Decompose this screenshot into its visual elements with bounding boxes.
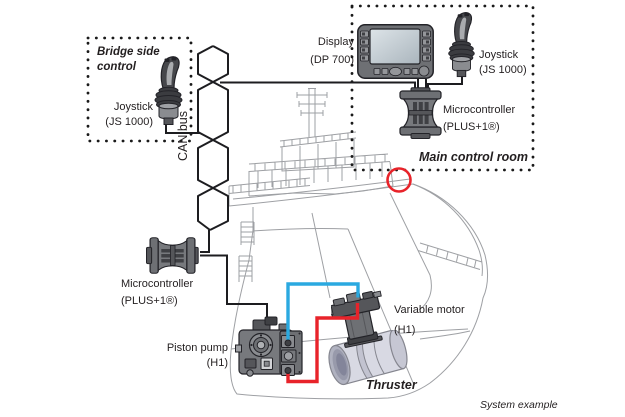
component-name: Piston pump (166, 342, 228, 354)
can-bus-twisted-pair (197, 45, 229, 231)
thruster-label: Thruster (366, 378, 417, 392)
component-model: (JS 1000) (479, 63, 527, 76)
joystick-icon (448, 12, 475, 78)
joystick-icon (154, 56, 183, 125)
main-control-room-title: Main control room (418, 150, 528, 164)
component-model: (DP 700) (310, 53, 354, 66)
microcontroller-icon (399, 87, 442, 139)
blue-hydraulic-line (286, 282, 360, 341)
ship-line-art (228, 88, 488, 400)
component-model: (PLUS+1®) (443, 121, 500, 134)
component-model: (PLUS+1®) (121, 294, 178, 307)
bridge-joystick-label: Joystick (JS 1000) (96, 100, 153, 130)
component-name: Microcontroller (443, 104, 516, 116)
bridge-joystick-device (149, 54, 187, 126)
mcr-microcontroller-device (398, 87, 443, 139)
bridge-box-border (86, 36, 193, 143)
mcr-joystick-device (443, 10, 479, 78)
component-name: Joystick (479, 49, 519, 61)
bridge-box-title: Bridge side control (97, 46, 160, 73)
control-room-location-marker (386, 167, 412, 193)
main-control-room-box-border (350, 4, 535, 172)
display-label: Display (DP 700) (298, 34, 354, 69)
component-model: (H1) (206, 356, 228, 369)
pump-port-a (284, 339, 292, 347)
microcontroller-icon (146, 237, 199, 274)
variable-motor-icon (331, 290, 383, 348)
component-model: (JS 1000) (105, 115, 153, 128)
ship-microcontroller-device (146, 236, 199, 275)
pump-port-b (284, 367, 292, 374)
system-example-caption: System example (480, 399, 558, 411)
variable-motor-device (331, 289, 389, 348)
mcr-joystick-label: Joystick (JS 1000) (479, 48, 539, 78)
component-name: Display (317, 36, 354, 48)
component-name: Joystick (113, 101, 153, 113)
can-bus-label: CAN bus (176, 111, 190, 161)
display-device (357, 24, 434, 80)
variable-motor-label: Variable motor (H1) (394, 300, 474, 340)
display-icon (357, 24, 434, 79)
component-model: (H1) (394, 324, 416, 336)
component-name: Microcontroller (121, 278, 194, 290)
red-hydraulic-line (286, 303, 360, 384)
mcr-microcontroller-label: Microcontroller (PLUS+1®) (443, 102, 533, 136)
piston-pump-label: Piston pump (H1) (156, 341, 228, 371)
component-name: Variable motor (394, 304, 465, 316)
ship-microcontroller-label: Microcontroller (PLUS+1®) (121, 276, 211, 309)
